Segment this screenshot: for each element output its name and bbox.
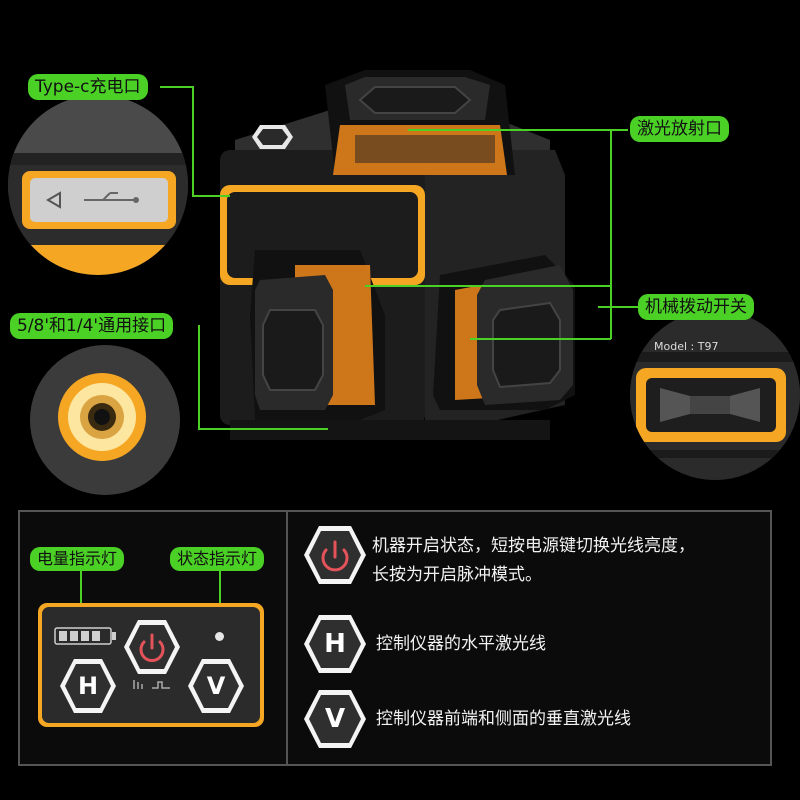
horizontal-line-button[interactable]: H bbox=[58, 657, 118, 715]
h-legend-letter: H bbox=[324, 629, 346, 659]
v-description: 控制仪器前端和侧面的垂直激光线 bbox=[376, 709, 631, 729]
laser-level-device bbox=[220, 70, 575, 440]
mechanical-switch-closeup: Model : T97 bbox=[630, 310, 800, 480]
typec-port-label: Type-c充电口 bbox=[28, 74, 148, 100]
mechanical-switch-label: 机械拨动开关 bbox=[638, 294, 754, 320]
laser-emitter-label: 激光放射口 bbox=[630, 116, 729, 142]
h-legend-icon: H bbox=[302, 613, 368, 675]
power-button[interactable] bbox=[122, 618, 182, 676]
h-description: 控制仪器的水平激光线 bbox=[376, 634, 546, 654]
v-legend-letter: V bbox=[324, 704, 346, 734]
battery-icon bbox=[54, 627, 116, 645]
power-legend-icon bbox=[302, 524, 368, 586]
status-led bbox=[215, 632, 224, 641]
panel-divider bbox=[286, 512, 288, 764]
thread-mount-label: 5/8'和1/4'通用接口 bbox=[10, 313, 174, 339]
v-button-label: V bbox=[206, 672, 226, 700]
battery-indicator-label: 电量指示灯 bbox=[30, 547, 125, 571]
power-description-line2: 长按为开启脉冲模式。 bbox=[372, 565, 542, 585]
power-description-line1: 机器开启状态，短按电源键切换光线亮度， bbox=[372, 536, 695, 556]
status-indicator-label: 状态指示灯 bbox=[170, 547, 265, 571]
switch-model-text: Model : T97 bbox=[654, 340, 719, 353]
thread-mount-closeup bbox=[30, 345, 180, 495]
typec-port-closeup bbox=[8, 95, 188, 275]
v-legend-icon: V bbox=[302, 688, 368, 750]
h-button-label: H bbox=[77, 672, 99, 700]
pulse-mode-icon bbox=[133, 680, 170, 689]
vertical-line-button[interactable]: V bbox=[186, 657, 246, 715]
